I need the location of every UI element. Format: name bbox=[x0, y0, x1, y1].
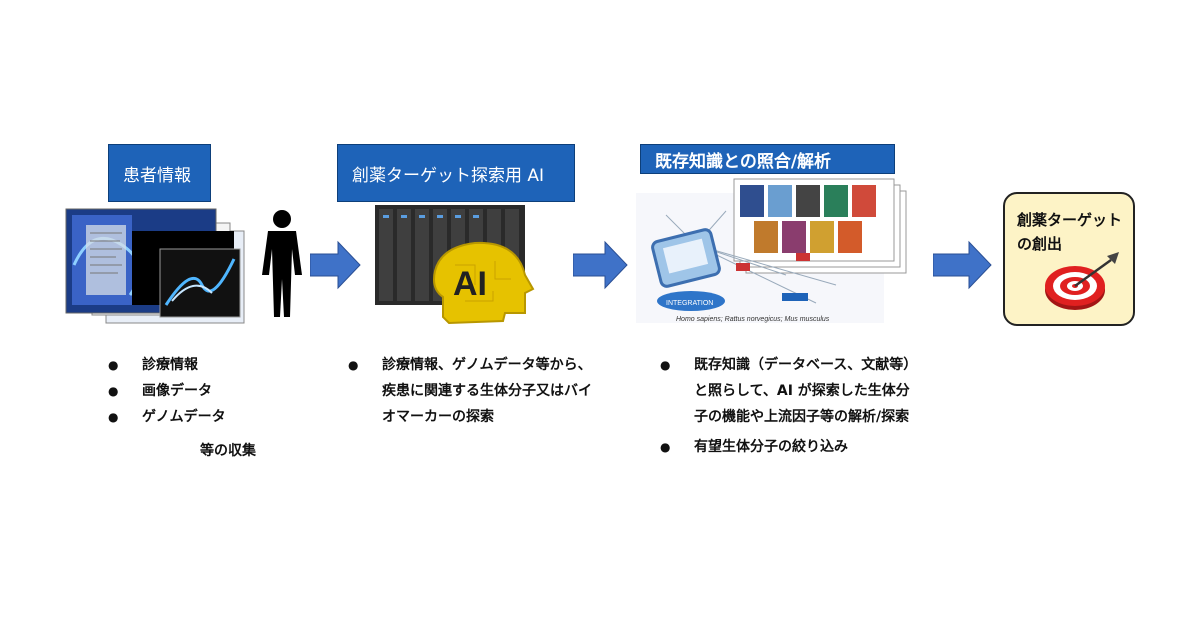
ai-server-illustration: AI bbox=[375, 205, 550, 325]
ai-bullet-list: 診療情報、ゲノムデータ等から、疾患に関連する生体分子又はバイオマーカーの探索 bbox=[348, 352, 598, 430]
knowledge-integration-illustration: INTEGRATION Homo sapiens; Rattus norvegi… bbox=[636, 175, 911, 325]
patient-note: 等の収集 bbox=[200, 440, 256, 460]
label-ai: 創薬ターゲット探索用 AI bbox=[337, 144, 575, 202]
list-item: 有望生体分子の絞り込み bbox=[660, 434, 920, 460]
integration-label: INTEGRATION bbox=[666, 300, 713, 307]
human-silhouette-icon bbox=[262, 210, 302, 317]
knowledge-bullet-list: 既存知識（データベース、文献等）と照らして、AI が探索した生体分子の機能や上流… bbox=[660, 352, 920, 460]
arrow-right-icon bbox=[573, 240, 629, 290]
list-item: ゲノムデータ bbox=[108, 404, 308, 430]
target-title: 創薬ターゲット の創出 bbox=[1017, 208, 1122, 256]
target-creation-box: 創薬ターゲット の創出 bbox=[1003, 192, 1135, 326]
list-item: 既存知識（データベース、文献等）と照らして、AI が探索した生体分子の機能や上流… bbox=[660, 352, 920, 430]
arrow-right-icon bbox=[310, 240, 362, 290]
patient-bullet-list: 診療情報 画像データ ゲノムデータ bbox=[108, 352, 308, 430]
list-item: 診療情報 bbox=[108, 352, 308, 378]
label-patient-info: 患者情報 bbox=[108, 144, 211, 202]
patient-data-illustration bbox=[62, 205, 312, 325]
list-item: 画像データ bbox=[108, 378, 308, 404]
knowledge-image-caption: Homo sapiens; Rattus norvegicus; Mus mus… bbox=[676, 316, 830, 323]
label-knowledge: 既存知識との照合/解析 bbox=[640, 144, 895, 174]
dartboard-target-icon bbox=[1041, 250, 1123, 314]
ai-logo-text: AI bbox=[453, 265, 487, 303]
list-item: 診療情報、ゲノムデータ等から、疾患に関連する生体分子又はバイオマーカーの探索 bbox=[348, 352, 598, 430]
arrow-right-icon bbox=[933, 240, 993, 290]
